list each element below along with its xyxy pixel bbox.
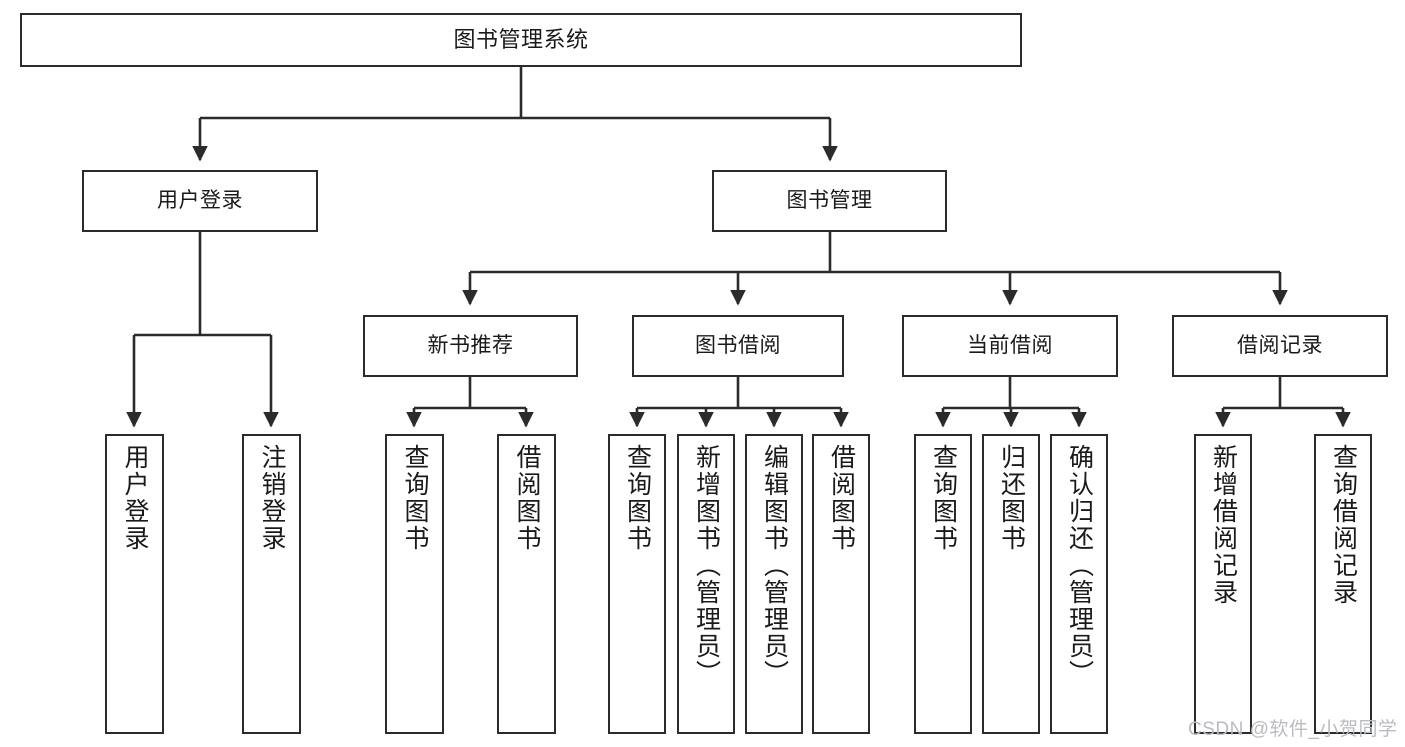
node-leaf-add-record[interactable]: 新增借阅记录 xyxy=(1194,434,1252,734)
node-label: 查询图书 xyxy=(623,444,652,552)
node-borrow-record[interactable]: 借阅记录 xyxy=(1172,315,1388,377)
node-label: 查询借阅记录 xyxy=(1329,444,1358,606)
node-leaf-confirm-return[interactable]: 确认归还（管理员） xyxy=(1050,434,1108,734)
node-label: 查询图书 xyxy=(401,444,429,552)
node-label: 借阅图书 xyxy=(513,444,541,552)
node-book-management[interactable]: 图书管理 xyxy=(712,170,947,232)
node-root-system[interactable]: 图书管理系统 xyxy=(20,13,1022,67)
node-book-borrow[interactable]: 图书借阅 xyxy=(632,315,844,377)
node-label: 用户登录 xyxy=(121,444,149,552)
node-label: 编辑图书（管理员） xyxy=(760,444,789,687)
node-leaf-borrow-book-1[interactable]: 借阅图书 xyxy=(497,434,556,734)
node-leaf-query-book-2[interactable]: 查询图书 xyxy=(608,434,666,734)
watermark-text: CSDN @软件_小贺同学 xyxy=(1188,719,1398,740)
node-user-login[interactable]: 用户登录 xyxy=(82,170,318,232)
node-label: 图书管理 xyxy=(786,189,873,213)
node-leaf-borrow-book-2[interactable]: 借阅图书 xyxy=(812,434,870,734)
node-new-book-recommend[interactable]: 新书推荐 xyxy=(363,315,578,377)
node-label: 借阅图书 xyxy=(827,444,856,552)
node-leaf-logout-login[interactable]: 注销登录 xyxy=(242,434,301,734)
node-label: 当前借阅 xyxy=(967,334,1053,358)
node-label: 新书推荐 xyxy=(427,334,514,358)
node-leaf-query-book-1[interactable]: 查询图书 xyxy=(385,434,444,734)
node-label: 确认归还（管理员） xyxy=(1065,444,1094,687)
node-leaf-query-record[interactable]: 查询借阅记录 xyxy=(1314,434,1372,734)
node-label: 查询图书 xyxy=(929,444,958,552)
node-label: 用户登录 xyxy=(157,189,243,213)
node-label: 新增图书（管理员） xyxy=(692,444,721,687)
node-label: 新增借阅记录 xyxy=(1209,444,1238,606)
node-leaf-return-book[interactable]: 归还图书 xyxy=(982,434,1040,734)
node-label: 归还图书 xyxy=(997,444,1026,552)
node-label: 注销登录 xyxy=(258,444,286,552)
node-label: 图书管理系统 xyxy=(453,26,589,52)
node-current-borrow[interactable]: 当前借阅 xyxy=(902,315,1118,377)
node-label: 图书借阅 xyxy=(695,334,781,358)
node-leaf-user-login[interactable]: 用户登录 xyxy=(105,434,164,734)
node-leaf-edit-book[interactable]: 编辑图书（管理员） xyxy=(745,434,803,734)
node-leaf-add-book[interactable]: 新增图书（管理员） xyxy=(677,434,735,734)
node-label: 借阅记录 xyxy=(1237,334,1323,358)
node-leaf-query-book-3[interactable]: 查询图书 xyxy=(914,434,972,734)
